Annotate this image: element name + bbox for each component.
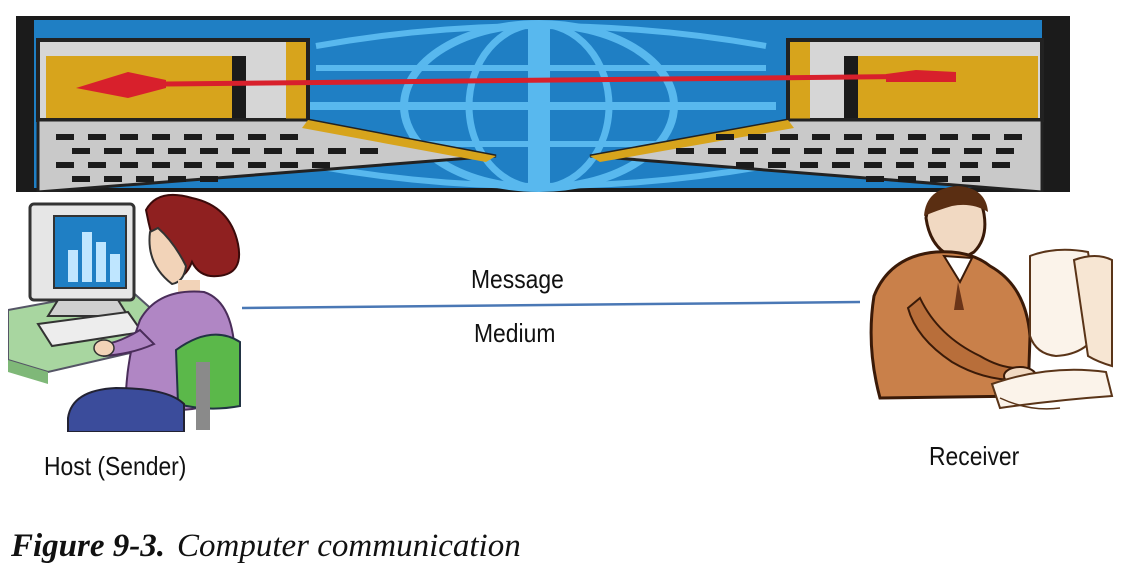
- network-banner: [16, 16, 1070, 192]
- networked-laptops-globe-icon: [16, 16, 1070, 192]
- medium-label: Medium: [474, 318, 556, 348]
- woman-at-computer-icon: [8, 194, 241, 432]
- left-laptop-icon: [36, 38, 497, 192]
- receiver-label: Receiver: [929, 441, 1020, 471]
- sender-label: Host (Sender): [44, 451, 187, 481]
- message-signal-icon: [76, 70, 957, 98]
- figure-number: Figure 9-3.: [11, 528, 166, 564]
- receiver-illustration: [869, 186, 1114, 410]
- man-at-computer-icon: [869, 186, 1114, 410]
- figure-title: Computer communication: [177, 528, 521, 564]
- figure-caption: Figure 9-3. Computer communication: [11, 528, 521, 565]
- sender-illustration: [8, 194, 241, 432]
- message-label: Message: [471, 264, 564, 294]
- message-medium-link: [241, 300, 861, 310]
